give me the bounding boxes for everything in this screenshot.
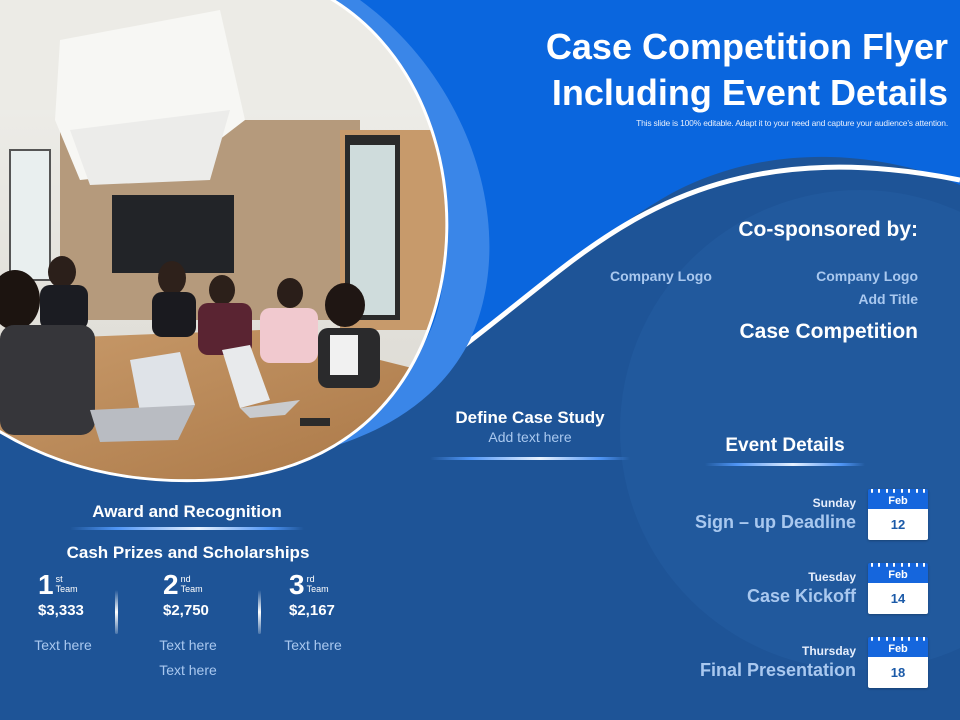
company-logo-right: Company Logo: [816, 268, 918, 284]
meeting-photo: [0, 0, 446, 480]
calendar-month: Feb: [888, 643, 908, 655]
divider: [430, 457, 630, 460]
prize-rank: 2: [163, 569, 179, 600]
prize-team: Team: [180, 584, 203, 594]
prize-suffix: st: [55, 574, 63, 584]
calendar-month: Feb: [888, 495, 908, 507]
cash-prizes-heading: Cash Prizes and Scholarships: [66, 543, 310, 562]
event-details-heading: Event Details: [725, 435, 845, 456]
event-day: Sunday: [812, 496, 856, 510]
subtitle: This slide is 100% editable. Adapt it to…: [636, 118, 948, 128]
calendar-date: 14: [868, 583, 928, 614]
event-name: Sign – up Deadline: [694, 512, 856, 532]
prize-suffix: rd: [306, 574, 315, 584]
calendar-rings: [871, 489, 925, 493]
event-item: Sunday Sign – up Deadline: [695, 496, 856, 533]
prize-rank: 3: [289, 569, 305, 600]
vertical-divider: [258, 590, 261, 634]
company-logo-left: Company Logo: [610, 268, 712, 284]
prize-team: Team: [306, 584, 329, 594]
prize-amount: $3,333: [38, 602, 84, 619]
define-case-heading: Define Case Study: [455, 408, 605, 427]
prize-rank: 1: [38, 569, 54, 600]
title-line-1: Case Competition Flyer: [545, 26, 948, 67]
calendar-date: 12: [868, 509, 928, 540]
divider: [70, 527, 304, 530]
event-day: Thursday: [801, 644, 856, 658]
case-competition-label: Case Competition: [739, 320, 918, 343]
prize-amount: $2,167: [289, 602, 335, 619]
prize-text: Text here: [159, 637, 217, 653]
define-case-text: Add text here: [488, 429, 572, 445]
calendar-icon: Feb 14: [868, 563, 928, 614]
prize-text: Text here: [284, 637, 342, 653]
event-name: Final Presentation: [699, 660, 856, 680]
event-day: Tuesday: [808, 570, 856, 584]
divider: [705, 463, 865, 466]
add-title: Add Title: [858, 291, 918, 307]
event-item: Tuesday Case Kickoff: [747, 570, 856, 607]
calendar-month: Feb: [888, 569, 908, 581]
page-title: Case Competition Flyer Including Event D…: [546, 24, 948, 116]
event-name: Case Kickoff: [746, 586, 856, 606]
calendar-rings: [871, 563, 925, 567]
calendar-icon: Feb 18: [868, 637, 928, 688]
prize-team: Team: [55, 584, 78, 594]
title-line-2: Including Event Details: [551, 72, 948, 113]
vertical-divider: [115, 590, 118, 634]
prize-text: Text here: [159, 662, 217, 678]
calendar-rings: [871, 637, 925, 641]
event-details-heading-block: Event Details: [705, 435, 865, 466]
calendar-icon: Feb 12: [868, 489, 928, 540]
cosponsored-heading: Co-sponsored by:: [738, 218, 918, 241]
prize-text: Text here: [34, 637, 92, 653]
event-item: Thursday Final Presentation: [700, 644, 856, 681]
award-heading: Award and Recognition: [92, 502, 282, 521]
prize-suffix: nd: [180, 574, 191, 584]
calendar-date: 18: [868, 657, 928, 688]
prize-amount: $2,750: [163, 602, 209, 619]
award-heading-block: Award and Recognition: [70, 502, 304, 530]
define-case-study: Define Case Study Add text here: [430, 408, 630, 460]
